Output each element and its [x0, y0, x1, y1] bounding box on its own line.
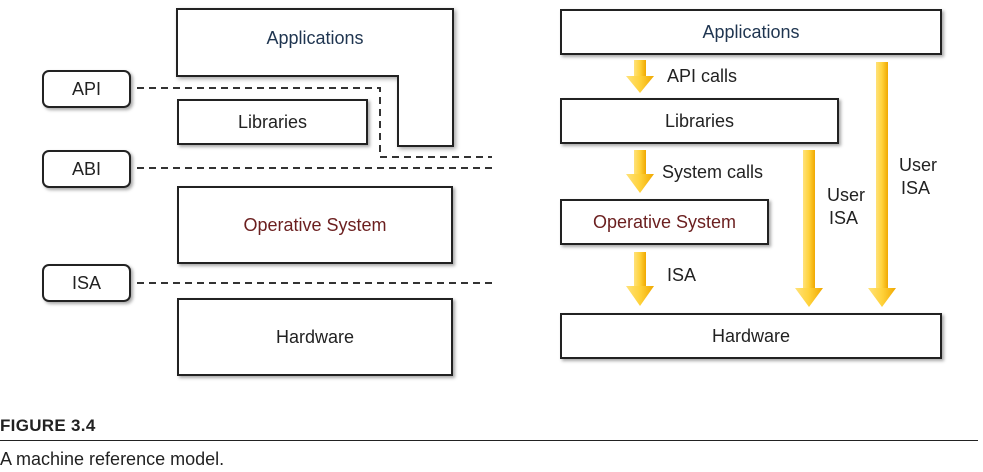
right-operative-system-box: Operative System: [560, 199, 769, 245]
left-libraries-label: Libraries: [237, 111, 308, 132]
api-interface-box: API: [42, 70, 131, 108]
right-operative-system-label: Operative System: [592, 211, 737, 232]
abi-interface-box: ABI: [42, 150, 131, 188]
user-isa-outer-label-line1: User: [899, 155, 938, 175]
figure-caption: A machine reference model.: [0, 449, 225, 469]
api-dashed-line: [137, 87, 492, 158]
left-operative-system-box: Operative System: [177, 186, 453, 264]
api-calls-label: API calls: [667, 66, 738, 86]
left-libraries-box: Libraries: [177, 99, 368, 145]
left-operative-system-label: Operative System: [243, 214, 387, 235]
arrow-system-calls: [626, 150, 654, 193]
left-applications-label: Applications: [266, 28, 364, 48]
arrow-user-isa-outer: [868, 62, 896, 307]
figure-divider: [0, 440, 978, 441]
left-hardware-box: Hardware: [177, 298, 453, 376]
arrow-isa: [626, 252, 654, 306]
right-hardware-box: Hardware: [560, 313, 942, 359]
diagram-graphics: [137, 8, 896, 307]
applications-l-shape: [176, 8, 454, 147]
arrow-user-isa-inner: [795, 150, 823, 307]
abi-label: ABI: [71, 158, 101, 179]
system-calls-label: System calls: [662, 162, 764, 182]
right-hardware-label: Hardware: [711, 325, 791, 346]
user-isa-inner-label-line1: User: [827, 185, 866, 205]
arrow-api-calls: [626, 60, 654, 93]
right-applications-box: Applications: [560, 9, 942, 55]
isa-interface-box: ISA: [42, 264, 131, 302]
isa-arrow-label: ISA: [667, 265, 697, 285]
right-libraries-label: Libraries: [664, 110, 735, 131]
api-label: API: [71, 78, 101, 99]
user-isa-outer-label-line2: ISA: [901, 178, 931, 198]
left-hardware-label: Hardware: [275, 326, 355, 347]
right-libraries-box: Libraries: [560, 98, 839, 144]
figure-label: FIGURE 3.4: [0, 416, 96, 435]
user-isa-inner-label-line2: ISA: [829, 208, 859, 228]
right-applications-label: Applications: [702, 21, 800, 42]
isa-label: ISA: [71, 272, 101, 293]
